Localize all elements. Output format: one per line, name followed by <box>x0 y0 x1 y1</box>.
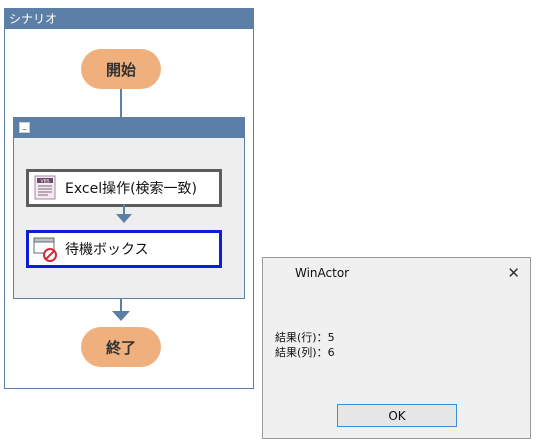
end-node[interactable]: 終了 <box>81 327 161 367</box>
group-collapse-toggle[interactable]: _ <box>19 122 30 133</box>
dialog-title: WinActor <box>295 266 350 280</box>
message-dialog: WinActor ✕ 結果(行)：5 結果(列)：6 OK <box>262 257 531 439</box>
start-node[interactable]: 開始 <box>81 49 161 89</box>
result-row-text: 結果(行)：5 <box>275 331 335 344</box>
excel-search-node[interactable]: VBS Excel操作(検索一致) <box>26 169 222 207</box>
flow-connector <box>120 299 122 311</box>
group-header[interactable]: _ <box>14 118 244 138</box>
flow-arrow <box>112 311 130 321</box>
flow-connector <box>120 89 122 117</box>
flow-connector <box>123 204 125 216</box>
scenario-title: シナリオ <box>5 9 253 29</box>
node-label: Excel操作(検索一致) <box>65 181 198 197</box>
wait-box-node[interactable]: 待機ボックス <box>26 230 222 268</box>
scenario-panel: シナリオ 開始 _ VBS Excel操作(検索一致) <box>4 8 254 389</box>
close-icon[interactable]: ✕ <box>507 264 520 282</box>
ok-button[interactable]: OK <box>337 404 457 427</box>
wait-box-icon <box>33 236 59 262</box>
svg-text:VBS: VBS <box>41 178 50 184</box>
dialog-titlebar[interactable]: WinActor ✕ <box>263 258 530 288</box>
dialog-message: 結果(行)：5 結果(列)：6 <box>275 330 335 360</box>
group-container[interactable]: _ VBS Excel操作(検索一致) <box>13 117 245 299</box>
node-label: 待機ボックス <box>65 242 149 258</box>
vbs-script-icon: VBS <box>33 175 59 201</box>
result-column-text: 結果(列)：6 <box>275 346 335 359</box>
flow-arrow <box>116 214 132 223</box>
